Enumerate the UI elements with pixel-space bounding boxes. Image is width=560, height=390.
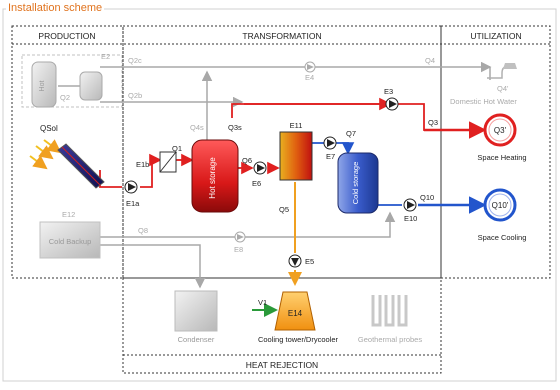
svg-text:Space Heating: Space Heating — [477, 153, 526, 162]
svg-text:Q4: Q4 — [425, 56, 435, 65]
svg-text:Cold Backup: Cold Backup — [49, 237, 92, 246]
svg-text:Condenser: Condenser — [178, 335, 215, 344]
flow-labels: Q2c Q2 Q2b Q4 E4 Q4s Q3s E3 Q3 E1b Q1 E1… — [60, 56, 438, 266]
section-label-utilization: UTILIZATION — [470, 31, 521, 41]
e2-heat-exchanger: E2 — [79, 52, 110, 101]
svg-text:E4: E4 — [305, 73, 314, 82]
pump-e8 — [234, 231, 246, 243]
svg-text:Q8: Q8 — [138, 226, 148, 235]
dhw-label: Domestic Hot Water — [450, 97, 517, 106]
svg-text:E7: E7 — [326, 152, 335, 161]
section-label-heat-rejection: HEAT REJECTION — [246, 360, 318, 370]
svg-text:V1: V1 — [258, 298, 267, 307]
svg-text:E11: E11 — [290, 121, 303, 130]
geothermal-probes: Geothermal probes — [358, 295, 422, 344]
section-frames — [11, 25, 551, 374]
panel-border — [2, 8, 557, 382]
sun-rays-icon — [29, 139, 62, 170]
pump-e1a — [124, 180, 138, 194]
svg-text:Q5: Q5 — [279, 205, 289, 214]
svg-text:Space Cooling: Space Cooling — [478, 233, 527, 242]
svg-text:Geothermal probes: Geothermal probes — [358, 335, 422, 344]
cold-backup-unit: Cold Backup E12 — [39, 210, 101, 259]
svg-text:Q2c: Q2c — [128, 56, 142, 65]
pump-e4 — [304, 61, 316, 73]
svg-text:Q7: Q7 — [346, 129, 356, 138]
svg-text:E1b: E1b — [136, 160, 149, 169]
space-cooling-consumer: Q10' Space Cooling — [478, 188, 527, 242]
svg-text:E12: E12 — [62, 210, 75, 219]
section-label-production: PRODUCTION — [38, 31, 95, 41]
svg-text:E2: E2 — [101, 52, 110, 61]
svg-text:E6: E6 — [252, 179, 261, 188]
e1b-heat-exchanger — [159, 151, 177, 173]
svg-text:Q10': Q10' — [492, 201, 509, 210]
pump-e7 — [323, 136, 337, 150]
svg-text:Q2: Q2 — [60, 93, 70, 102]
section-label-transformation: TRANSFORMATION — [242, 31, 321, 41]
svg-text:E3: E3 — [384, 87, 393, 96]
hot-backup-tank: Hot — [31, 61, 57, 108]
svg-text:Q6: Q6 — [242, 156, 252, 165]
pump-e3 — [385, 97, 399, 111]
svg-text:Cold storage: Cold storage — [351, 162, 360, 205]
hot-backup-frame — [21, 54, 123, 108]
e11-absorption-chiller: E11 — [279, 121, 313, 181]
panel-title: Installation scheme — [6, 2, 105, 14]
shower-icon: Q4' Domestic Hot Water — [450, 63, 517, 106]
svg-text:E1a: E1a — [126, 199, 140, 208]
solar-collector: QSol — [29, 124, 105, 189]
cooling-tower: E14 Cooling tower/Drycooler V1 — [252, 291, 339, 344]
pump-e6 — [253, 161, 267, 175]
svg-text:QSol: QSol — [40, 124, 58, 133]
svg-text:Q2b: Q2b — [128, 91, 142, 100]
svg-text:Q1: Q1 — [172, 144, 182, 153]
svg-text:E14: E14 — [288, 309, 303, 318]
svg-text:Q4s: Q4s — [190, 123, 204, 132]
condenser-unit: Condenser — [174, 290, 218, 344]
svg-text:E5: E5 — [305, 257, 314, 266]
svg-text:Q4': Q4' — [497, 84, 509, 93]
svg-text:Q3: Q3 — [428, 118, 438, 127]
svg-text:Hot: Hot — [39, 81, 46, 92]
svg-text:Q3': Q3' — [494, 126, 507, 135]
pump-e5 — [288, 254, 302, 268]
svg-text:E10: E10 — [404, 214, 417, 223]
svg-text:Q3s: Q3s — [228, 123, 242, 132]
svg-text:Hot storage: Hot storage — [208, 157, 217, 199]
space-heating-consumer: Q3' Space Heating — [477, 113, 527, 162]
hot-storage-tank: Hot storage — [191, 139, 239, 213]
svg-text:Cooling tower/Drycooler: Cooling tower/Drycooler — [258, 335, 339, 344]
cold-storage-tank: Cold storage — [337, 152, 379, 214]
pump-e10 — [403, 198, 417, 212]
svg-text:E8: E8 — [234, 245, 243, 254]
svg-text:Q10: Q10 — [420, 193, 434, 202]
